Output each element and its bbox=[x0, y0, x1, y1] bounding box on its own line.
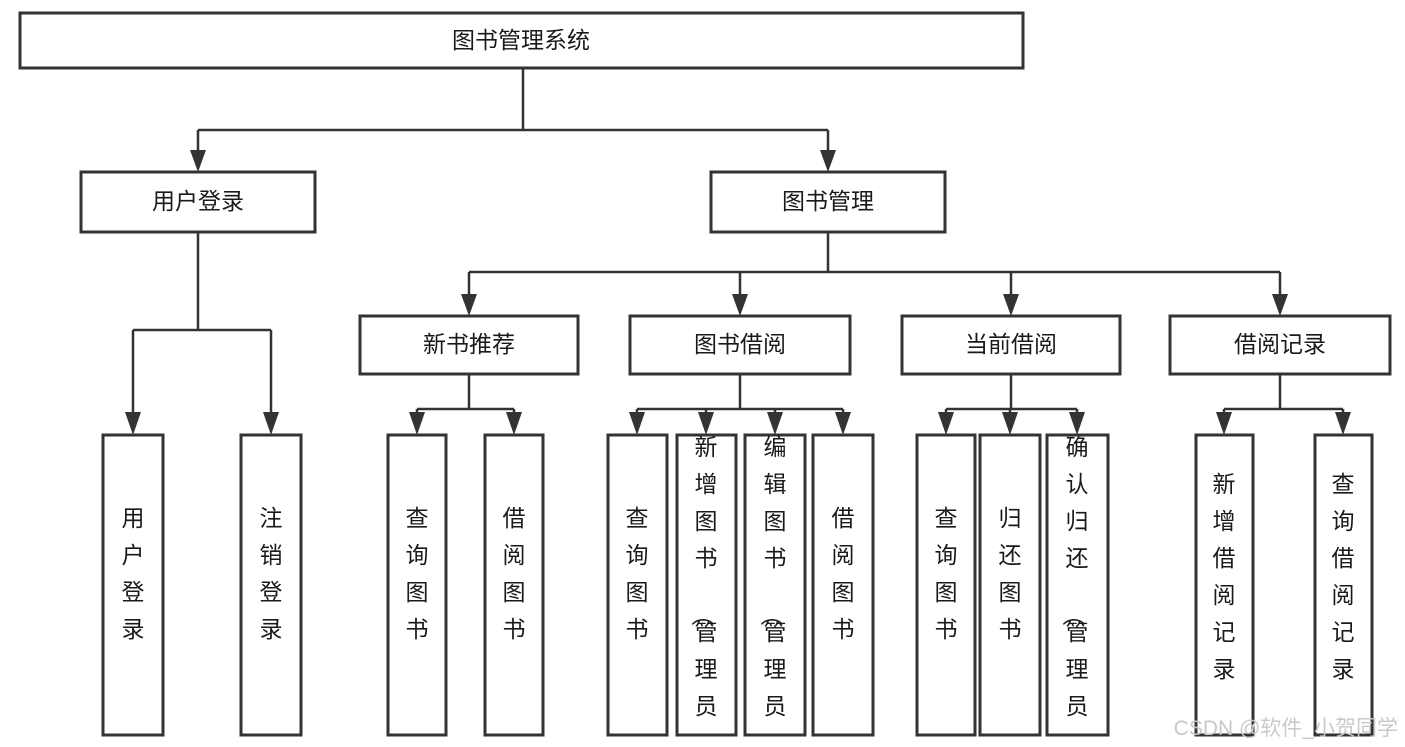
leaf-node[interactable]: 新增图书（管理员） bbox=[675, 433, 738, 747]
leaf-label-confirm-return: 确认归还（管理员） bbox=[1061, 434, 1089, 747]
leaf-label-query-book-current: 查询图书 bbox=[935, 505, 958, 642]
arrowhead-leaf-query-book-2 bbox=[629, 412, 645, 435]
arrowhead-leaf-add-book bbox=[698, 412, 714, 435]
root-box[interactable] bbox=[18, 11, 1025, 70]
leaf-box-query-book-rec[interactable] bbox=[386, 433, 448, 737]
leaf-box-borrow-book-rec[interactable] bbox=[483, 433, 545, 737]
leaf-box-add-book[interactable] bbox=[675, 433, 738, 737]
arrowhead-leaf-query-book-3 bbox=[938, 412, 954, 435]
leaf-label-edit-book: 编辑图书（管理员） bbox=[759, 434, 787, 747]
leaf-label-logout: 注销登录 bbox=[260, 505, 283, 642]
leaf-node[interactable]: 确认归还（管理员） bbox=[1045, 433, 1110, 747]
node-borrow-record[interactable]: 借阅记录 bbox=[1168, 314, 1392, 376]
leaf-label-add-record: 新增借阅记录 bbox=[1213, 471, 1236, 682]
book-management-box[interactable] bbox=[709, 170, 947, 234]
node-root[interactable]: 图书管理系统 bbox=[18, 11, 1025, 70]
leaf-node[interactable]: 查询图书 bbox=[386, 433, 448, 737]
leaf-nodes-layer: 用户登录 注销登录 查询图书 借阅图书 查询图书 新增图书（管理员） bbox=[101, 433, 1374, 747]
node-new-book-recommend[interactable]: 新书推荐 bbox=[358, 314, 580, 376]
leaf-label-borrow-book: 借阅图书 bbox=[832, 505, 855, 642]
connector-layer bbox=[125, 68, 1351, 435]
leaf-node[interactable]: 查询借阅记录 bbox=[1313, 433, 1374, 737]
leaf-node[interactable]: 新增借阅记录 bbox=[1194, 433, 1255, 737]
leaf-box-query-record[interactable] bbox=[1313, 433, 1374, 737]
leaf-node[interactable]: 用户登录 bbox=[101, 433, 165, 737]
arrowhead-leaf-borrow-book-2 bbox=[835, 412, 851, 435]
book-borrow-box[interactable] bbox=[628, 314, 852, 376]
leaf-box-return-book[interactable] bbox=[978, 433, 1042, 737]
arrowhead-book-mgmt bbox=[820, 150, 836, 172]
arrowhead-borrow-record bbox=[1272, 294, 1288, 316]
leaf-node[interactable]: 借阅图书 bbox=[811, 433, 875, 737]
leaf-box-user-login[interactable] bbox=[101, 433, 165, 737]
current-borrow-box[interactable] bbox=[900, 314, 1122, 376]
arrowhead-leaf-logout bbox=[263, 412, 279, 435]
leaf-label-borrow-book-rec: 借阅图书 bbox=[503, 505, 526, 642]
borrow-record-label: 借阅记录 bbox=[1234, 331, 1326, 357]
arrowhead-leaf-query-record bbox=[1335, 412, 1351, 435]
arrowhead-leaf-borrow-book-1 bbox=[506, 412, 522, 435]
node-book-borrow[interactable]: 图书借阅 bbox=[628, 314, 852, 376]
arrowhead-leaf-user-login bbox=[125, 412, 141, 435]
leaf-label-return-book: 归还图书 bbox=[999, 505, 1022, 642]
leaf-label-query-book-rec: 查询图书 bbox=[406, 505, 429, 642]
arrowhead-leaf-query-book-1 bbox=[409, 412, 425, 435]
current-borrow-label: 当前借阅 bbox=[965, 331, 1057, 357]
arrowhead-leaf-confirm-return bbox=[1069, 412, 1085, 435]
leaf-box-confirm-return[interactable] bbox=[1045, 433, 1110, 737]
book-borrow-label: 图书借阅 bbox=[694, 331, 786, 357]
node-current-borrow[interactable]: 当前借阅 bbox=[900, 314, 1122, 376]
leaf-label-query-book-borrow: 查询图书 bbox=[626, 505, 649, 642]
leaf-node[interactable]: 查询图书 bbox=[606, 433, 669, 737]
arrowhead-leaf-add-record bbox=[1216, 412, 1232, 435]
node-user-login[interactable]: 用户登录 bbox=[79, 170, 317, 234]
leaf-node[interactable]: 查询图书 bbox=[915, 433, 977, 737]
node-book-management[interactable]: 图书管理 bbox=[709, 170, 947, 234]
root-label: 图书管理系统 bbox=[452, 27, 590, 53]
arrowhead-current-borrow bbox=[1003, 294, 1019, 316]
leaf-box-add-record[interactable] bbox=[1194, 433, 1255, 737]
new-book-recommend-box[interactable] bbox=[358, 314, 580, 376]
arrowhead-new-book-rec bbox=[461, 294, 477, 316]
leaf-box-query-book-current[interactable] bbox=[915, 433, 977, 737]
leaf-label-query-record: 查询借阅记录 bbox=[1332, 471, 1355, 682]
leaf-box-borrow-book[interactable] bbox=[811, 433, 875, 737]
arrowhead-book-borrow bbox=[732, 294, 748, 316]
leaf-box-logout[interactable] bbox=[239, 433, 303, 737]
user-login-label: 用户登录 bbox=[152, 188, 244, 214]
leaf-node[interactable]: 借阅图书 bbox=[483, 433, 545, 737]
csdn-watermark: CSDN @软件_小贺同学 bbox=[1174, 717, 1398, 740]
user-login-box[interactable] bbox=[79, 170, 317, 234]
leaf-label-add-book: 新增图书（管理员） bbox=[690, 434, 718, 747]
book-management-label: 图书管理 bbox=[782, 188, 874, 214]
leaf-node[interactable]: 归还图书 bbox=[978, 433, 1042, 737]
borrow-record-box[interactable] bbox=[1168, 314, 1392, 376]
leaf-box-query-book-borrow[interactable] bbox=[606, 433, 669, 737]
leaf-label-user-login: 用户登录 bbox=[122, 505, 145, 642]
leaf-box-edit-book[interactable] bbox=[743, 433, 807, 737]
leaf-node[interactable]: 注销登录 bbox=[239, 433, 303, 737]
arrowhead-leaf-edit-book bbox=[767, 412, 783, 435]
arrowhead-user-login bbox=[190, 150, 206, 172]
arrowhead-leaf-return-book bbox=[1002, 412, 1018, 435]
leaf-node[interactable]: 编辑图书（管理员） bbox=[743, 433, 807, 747]
new-book-recommend-label: 新书推荐 bbox=[423, 331, 515, 357]
